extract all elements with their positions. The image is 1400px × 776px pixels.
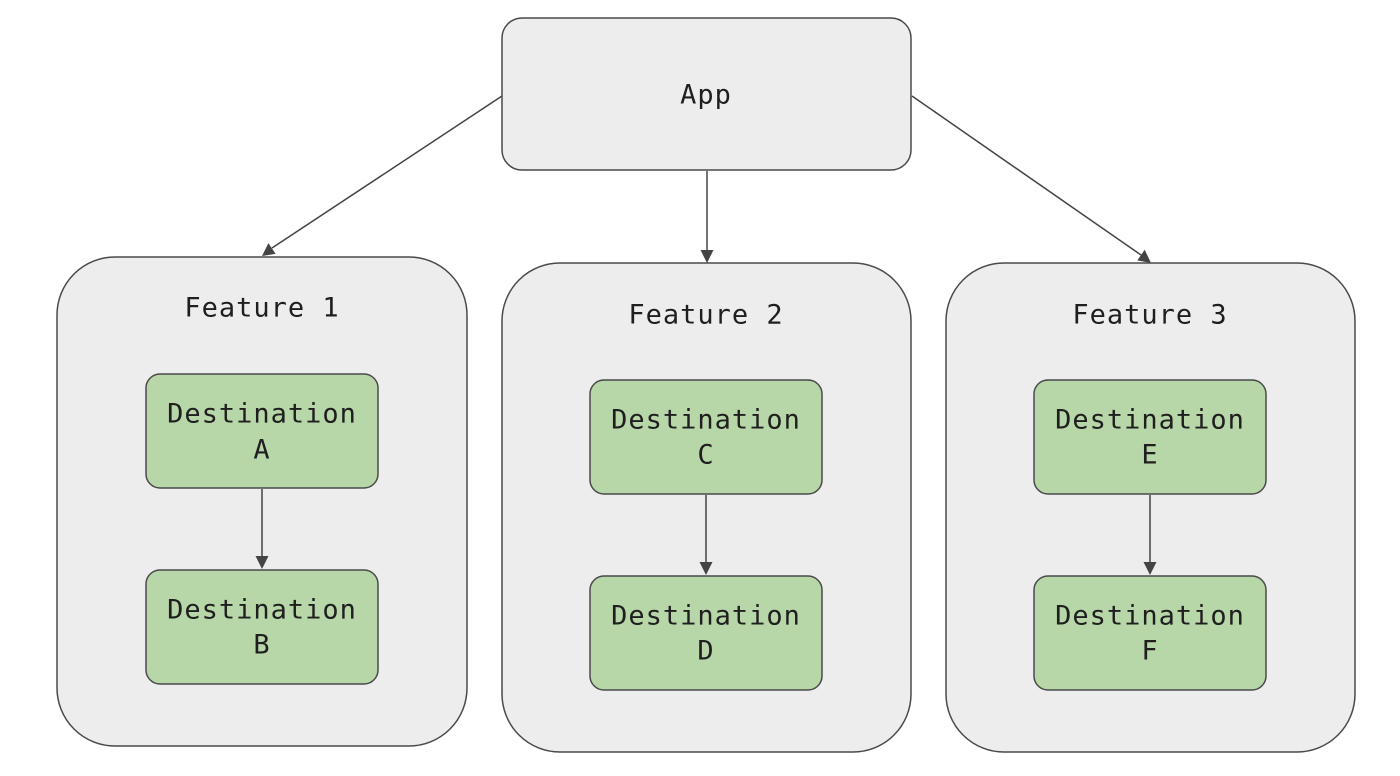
edge-app-feature-3 (911, 95, 1151, 263)
feature-3-group: Feature 3 Destination E Destination F (945, 262, 1356, 753)
app-node: App (501, 17, 912, 171)
feature-2-title: Feature 2 (628, 300, 783, 331)
destination-b-node: Destination B (145, 569, 379, 685)
arrowhead-icon (262, 243, 276, 256)
arrowhead-icon (699, 562, 713, 575)
arrowhead-icon (255, 556, 269, 569)
edge-destination-a-to-b (255, 489, 269, 569)
destination-f-label-line2: F (1141, 636, 1158, 667)
feature-1-group: Feature 1 Destination A Destination B (56, 256, 468, 747)
destination-f-label-line1: Destination (1055, 601, 1245, 632)
destination-e-label-line1: Destination (1055, 405, 1245, 436)
destination-e-label-line2: E (1141, 440, 1158, 471)
destination-e-node: Destination E (1033, 379, 1267, 495)
destination-b-label-line1: Destination (167, 595, 357, 626)
edge-app-feature-2 (700, 171, 714, 263)
edge-destination-e-to-f (1143, 495, 1157, 575)
feature-3-title: Feature 3 (1072, 300, 1227, 331)
arrowhead-icon (1137, 249, 1151, 263)
arrowhead-icon (700, 250, 714, 263)
app-node-label: App (680, 80, 732, 111)
destination-f-node: Destination F (1033, 575, 1267, 691)
destination-c-label-line2: C (697, 440, 714, 471)
edge-app-feature-1 (262, 95, 503, 256)
destination-a-node: Destination A (145, 373, 379, 489)
destination-d-label-line1: Destination (611, 601, 801, 632)
edge-destination-c-to-d (699, 495, 713, 575)
feature-1-title: Feature 1 (184, 293, 339, 324)
destination-c-node: Destination C (589, 379, 823, 495)
destination-a-label-line1: Destination (167, 399, 357, 430)
destination-b-label-line2: B (253, 630, 270, 661)
arrowhead-icon (1143, 562, 1157, 575)
destination-d-node: Destination D (589, 575, 823, 691)
destination-a-label-line2: A (253, 435, 270, 466)
destination-d-label-line2: D (697, 636, 714, 667)
destination-c-label-line1: Destination (611, 405, 801, 436)
feature-2-group: Feature 2 Destination C Destination D (501, 262, 912, 753)
